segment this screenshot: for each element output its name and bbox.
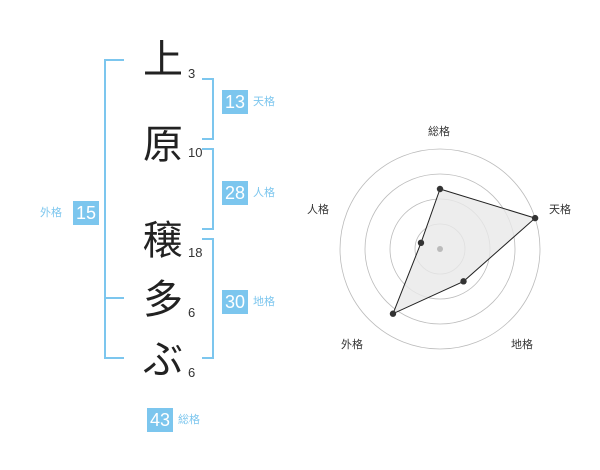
radar-point — [436, 185, 444, 193]
radar-center-dot — [437, 246, 443, 252]
radar-axis-label-chikaku: 地格 — [511, 338, 533, 351]
stroke-count-1: 3 — [188, 66, 196, 81]
stroke-count-2: 10 — [188, 145, 203, 160]
name-char-4: 多 — [143, 277, 183, 323]
radar-axis-label-tenkaku: 天格 — [549, 203, 571, 216]
radar-point — [531, 214, 539, 222]
chikaku-value: 30 — [222, 290, 248, 314]
name-char-3: 穣 — [143, 218, 183, 264]
radar-area — [392, 188, 537, 315]
radar-points — [389, 185, 539, 317]
gaikaku-label: 外格 — [40, 206, 62, 219]
radar-axis-label-gaikaku: 外格 — [341, 338, 363, 351]
soukaku-label: 総格 — [178, 413, 200, 426]
name-char-2: 原 — [143, 122, 183, 168]
name-char-1: 上 — [143, 37, 183, 83]
soukaku-value: 43 — [147, 408, 173, 432]
radar-axis-label-jinkaku: 人格 — [307, 203, 329, 216]
tenkaku-value: 13 — [222, 90, 248, 114]
stroke-count-3: 18 — [188, 245, 203, 260]
radar-axis-label-soukaku: 総格 — [428, 125, 450, 138]
gaikaku-value: 15 — [73, 201, 99, 225]
radar-ring — [364, 173, 516, 325]
name-char-5: ぶ — [143, 337, 183, 383]
chikaku-label: 地格 — [253, 295, 275, 308]
jinkaku-label: 人格 — [253, 186, 275, 199]
radar-point — [417, 239, 425, 247]
tenkaku-label: 天格 — [253, 95, 275, 108]
stroke-count-5: 6 — [188, 365, 196, 380]
radar-point — [389, 310, 397, 317]
stroke-count-4: 6 — [188, 305, 196, 320]
radar-ring — [339, 148, 541, 350]
jinkaku-value: 28 — [222, 181, 248, 205]
radar-point — [460, 278, 467, 285]
